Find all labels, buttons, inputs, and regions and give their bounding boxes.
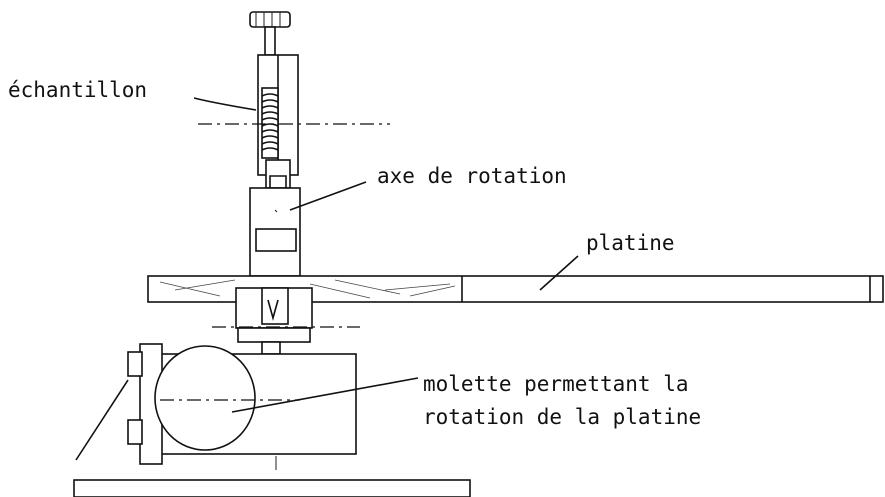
sample-column xyxy=(257,54,299,189)
support-base xyxy=(73,479,471,497)
label-knob-line2: rotation de la platine xyxy=(423,405,701,429)
screw-head xyxy=(249,11,291,56)
leader-knob xyxy=(231,377,419,413)
leader-sample xyxy=(193,97,257,111)
label-stage: platine xyxy=(586,231,675,255)
knob-wheel xyxy=(154,345,256,451)
label-knob-line1: molette permettant la xyxy=(423,372,689,396)
label-rotation-axis: axe de rotation xyxy=(377,164,567,188)
leader-axis xyxy=(289,181,367,211)
stage-hub xyxy=(235,287,313,355)
leader-stage xyxy=(539,255,579,291)
rotation-axis-body xyxy=(249,187,301,277)
label-sample: échantillon xyxy=(8,78,147,102)
